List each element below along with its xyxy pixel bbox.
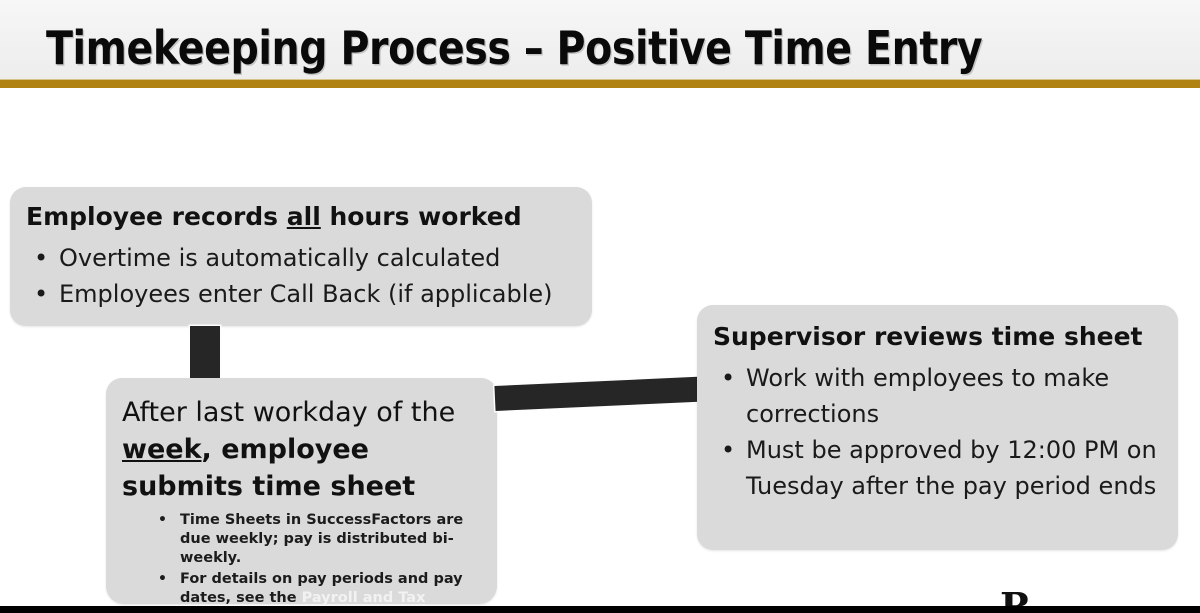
employee-box-heading: Employee records all hours worked xyxy=(26,201,576,232)
footer-logo: R xyxy=(1000,588,1032,607)
supervisor-box-heading: Supervisor reviews time sheet xyxy=(713,322,1143,351)
list-item: Employees enter Call Back (if applicable… xyxy=(26,276,576,312)
flow-box-employee-submits: After last workday of the week, employee… xyxy=(106,378,497,613)
gold-divider-rule xyxy=(0,79,1200,88)
sub-bullet-1-text: Time Sheets in SuccessFactors are due we… xyxy=(180,512,464,566)
list-item: Overtime is automatically calculated xyxy=(26,240,576,276)
submits-heading-underlined: week xyxy=(122,434,202,465)
footer-black-bar xyxy=(0,606,1200,613)
list-item: Must be approved by 12:00 PM on Tuesday … xyxy=(713,432,1160,504)
connector-arrow-down xyxy=(190,326,220,382)
flow-box-supervisor-reviews: Supervisor reviews time sheet Work with … xyxy=(697,305,1178,550)
submits-box-heading: After last workday of the week, employee… xyxy=(122,394,479,505)
connector-arrow-right xyxy=(494,376,702,411)
employee-bullet-list: Overtime is automatically calculated Emp… xyxy=(26,240,576,312)
supervisor-bullet-list: Work with employees to make corrections … xyxy=(713,360,1160,504)
submits-heading-rest: employee submits time sheet xyxy=(122,434,416,502)
list-item: For details on pay periods and pay dates… xyxy=(122,570,479,613)
employee-heading-pre: Employee records xyxy=(26,202,287,231)
employee-heading-post: hours worked xyxy=(320,202,522,231)
page-title: Timekeeping Process – Positive Time Entr… xyxy=(46,21,983,75)
title-band xyxy=(0,0,1200,79)
submits-heading-line1: After last workday of the xyxy=(122,397,456,428)
list-item: Time Sheets in SuccessFactors are due we… xyxy=(122,511,479,568)
sub-bullet-2-text: For details on pay periods and pay dates… xyxy=(180,571,463,606)
list-item: Work with employees to make corrections xyxy=(713,360,1160,432)
employee-heading-underlined: all xyxy=(286,202,321,231)
submits-sub-bullet-list: Time Sheets in SuccessFactors are due we… xyxy=(122,511,479,613)
flow-box-employee-records: Employee records all hours worked Overti… xyxy=(10,187,592,326)
submits-heading-comma: , xyxy=(201,434,212,465)
